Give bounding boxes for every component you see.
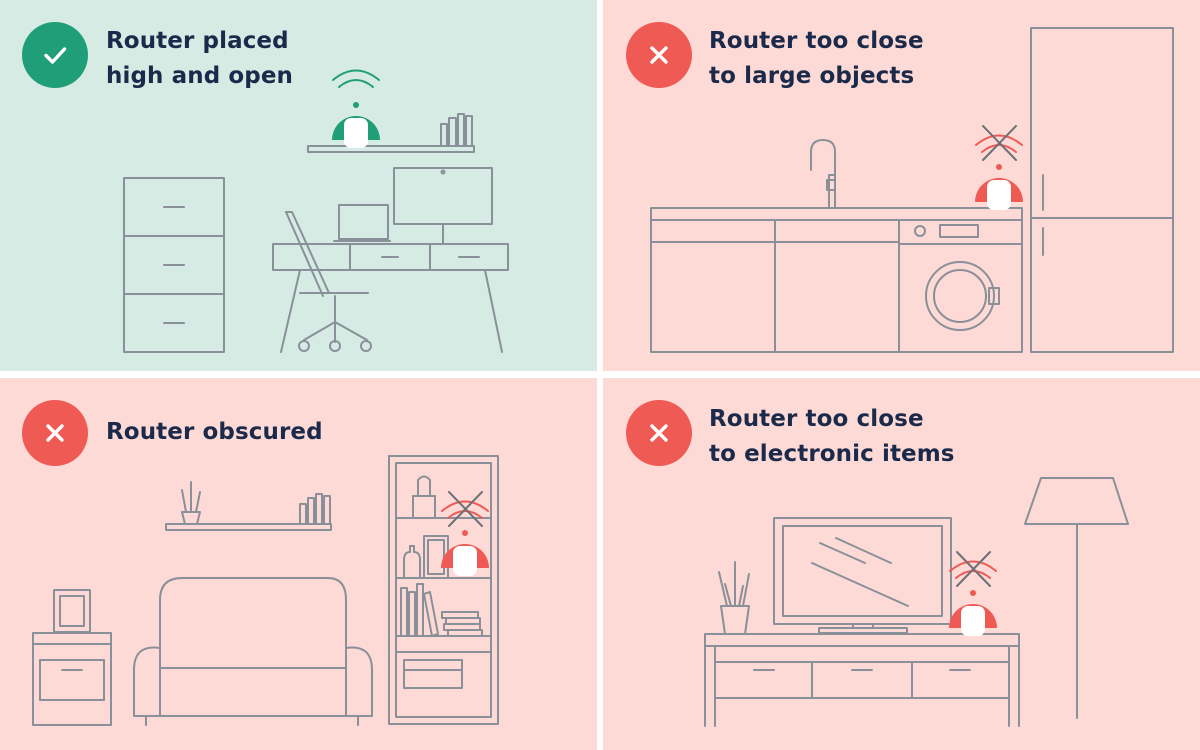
router-bad (949, 590, 997, 636)
potted-plant (720, 605, 750, 635)
panel-title-line: Router too close (709, 28, 924, 54)
panel-title-line: Router obscured (106, 419, 323, 445)
kitchen-scene (650, 27, 1174, 353)
panel-obscured: Router obscured (0, 378, 597, 750)
panel-title-line: Router placed (106, 28, 289, 54)
blocked-signal-icon (982, 125, 1017, 161)
faucet (828, 174, 836, 209)
filing-cabinet (123, 177, 225, 353)
wifi-signal-icon (949, 560, 997, 579)
router-bad (441, 530, 489, 576)
status-badge (626, 400, 692, 466)
status-badge (626, 22, 692, 88)
sofa (159, 577, 347, 649)
office-chair (285, 211, 324, 297)
panel-high-open: Router placed high and open (0, 0, 597, 371)
monitor (393, 167, 493, 225)
tv-room-scene (704, 477, 1129, 727)
television (773, 517, 952, 625)
panel-title-line: Router too close (709, 406, 924, 432)
panel-title-line: to electronic items (709, 441, 955, 467)
living-room-scene (32, 455, 499, 726)
panel-electronic-items: Router too close to electronic items (603, 378, 1200, 750)
panel-title: Router obscured (106, 415, 323, 450)
wifi-signal-icon (332, 69, 380, 88)
office-scene (123, 69, 509, 353)
panel-large-objects: Router too close to large objects (603, 0, 1200, 371)
panel-title: Router too close to electronic items (709, 402, 955, 472)
side-table (32, 632, 112, 726)
laptop (338, 204, 389, 240)
washing-machine (898, 219, 1023, 353)
blocked-signal-icon (448, 491, 483, 527)
router-bad (975, 164, 1023, 210)
close-icon (650, 46, 668, 64)
router-good (332, 102, 380, 148)
wall-shelf (165, 523, 332, 531)
kitchen-counter (650, 207, 1023, 221)
desk (272, 243, 509, 271)
status-badge (22, 400, 88, 466)
wifi-signal-icon (975, 134, 1023, 153)
check-icon (44, 47, 67, 64)
close-icon (46, 424, 64, 442)
floor-lamp (1024, 477, 1129, 525)
wifi-signal-icon (441, 500, 489, 519)
status-badge (22, 22, 88, 88)
panel-title-line: to large objects (709, 63, 915, 89)
close-icon (650, 424, 668, 442)
panel-title-line: high and open (106, 63, 294, 89)
wall-shelf (307, 145, 475, 153)
bookcase (388, 455, 499, 725)
photo-frame (53, 589, 91, 633)
blocked-signal-icon (956, 551, 991, 587)
fridge (1030, 27, 1174, 353)
panel-title: Router placed high and open (106, 24, 293, 94)
panel-title: Router too close to large objects (709, 24, 924, 94)
